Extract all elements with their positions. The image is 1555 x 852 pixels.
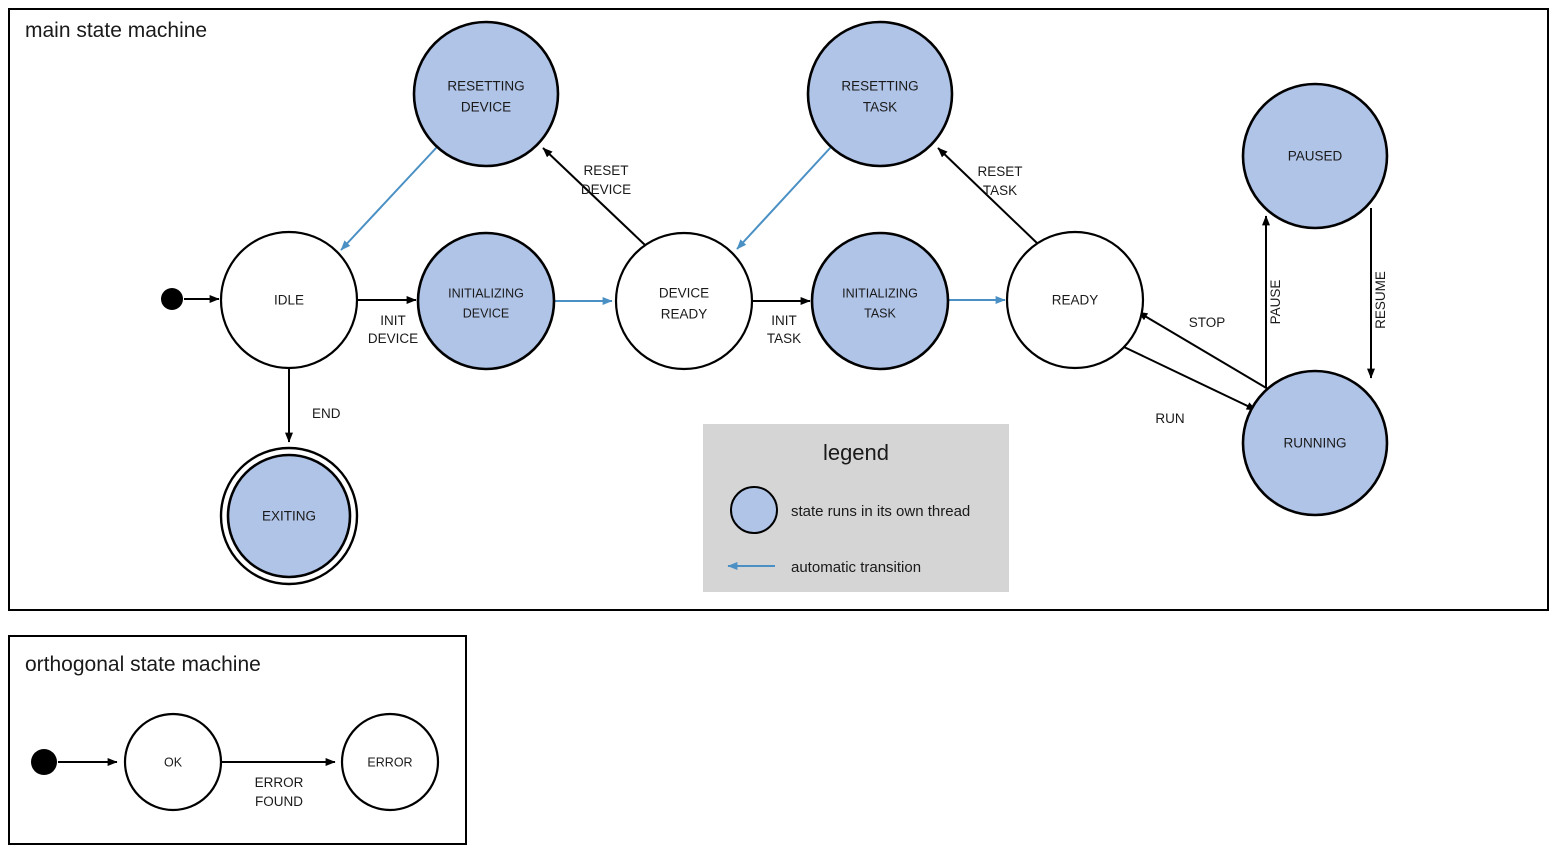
state-exiting-outer-ring [219,446,359,586]
transition-stop[interactable] [1137,311,1269,390]
state-ok-shape[interactable] [123,712,223,812]
state-idle-label: IDLE [274,293,304,308]
state-initializing-task-label-line1: INITIALIZING [842,286,918,300]
legend-item-auto-transition-label: automatic transition [791,559,921,576]
transition-run[interactable] [1123,346,1257,411]
legend: legend state runs in its own thread auto… [703,424,1009,592]
state-device-ready-shape[interactable] [614,231,754,371]
state-resetting-task-label-line2: TASK [863,100,897,115]
state-exiting-label: EXITING [262,509,316,524]
transition-label-init-task-line2: TASK [767,331,801,346]
state-ok-label: OK [164,755,183,769]
state-resetting-task[interactable]: RESETTING TASK [806,20,954,168]
orthogonal-initial-state-marker [31,749,57,775]
legend-title: legend [823,440,889,465]
transition-label-reset-device-line2: DEVICE [581,182,631,197]
orthogonal-transition-label-line2: FOUND [255,794,303,809]
state-exiting[interactable]: EXITING [219,446,359,586]
main-frame-title: main state machine [25,19,207,42]
state-initializing-task[interactable]: INITIALIZING TASK [810,231,950,371]
state-device-ready-label-line2: READY [661,307,708,322]
transition-label-stop: STOP [1189,315,1226,330]
state-error[interactable]: ERROR [340,712,440,812]
state-resetting-device-label-line1: RESETTING [447,79,524,94]
legend-thread-state-icon [730,486,778,534]
state-ready-label: READY [1052,293,1099,308]
initial-state-marker [161,288,183,310]
legend-item-thread-state-label: state runs in its own thread [791,503,970,520]
transition-resetting-device-to-idle[interactable] [340,146,438,251]
transition-label-init-task-line1: INIT [771,313,797,328]
state-initializing-device-label-line2: DEVICE [463,306,510,320]
transition-label-init-device-line1: INIT [380,313,406,328]
transition-label-reset-device-line1: RESET [583,163,628,178]
orthogonal-state-machine-frame: orthogonal state machine ERROR FOUND OK … [8,635,467,845]
state-initializing-task-shape[interactable] [810,231,950,371]
orthogonal-frame-title: orthogonal state machine [25,653,261,676]
state-resetting-task-shape[interactable] [806,20,954,168]
state-resetting-task-label-line1: RESETTING [841,79,918,94]
state-initializing-device-shape[interactable] [416,231,556,371]
transition-label-reset-task-line2: TASK [983,183,1017,198]
transitions-layer: INIT DEVICE END RESET DEVICE INIT TASK R… [184,146,1388,443]
transition-reset-device[interactable] [542,147,646,246]
transition-label-end: END [312,406,341,421]
state-device-ready[interactable]: DEVICE READY [614,231,754,371]
state-error-label: ERROR [367,755,412,769]
state-ready[interactable]: READY [1005,230,1145,370]
transition-label-init-device-line2: DEVICE [368,331,418,346]
state-ready-shape[interactable] [1005,230,1145,370]
state-resetting-device[interactable]: RESETTING DEVICE [412,20,560,168]
state-exiting-shape[interactable] [226,453,352,579]
transition-label-run: RUN [1155,411,1184,426]
state-initializing-task-label-line2: TASK [864,306,896,320]
transition-label-pause: PAUSE [1268,280,1283,325]
transition-reset-task[interactable] [937,147,1039,245]
state-initializing-device[interactable]: INITIALIZING DEVICE [416,231,556,371]
transition-resetting-task-to-device-ready[interactable] [736,146,832,250]
transition-label-resume: RESUME [1373,271,1388,329]
state-running-label: RUNNING [1284,436,1347,451]
state-initializing-device-label-line1: INITIALIZING [448,286,524,300]
state-paused-label: PAUSED [1288,149,1343,164]
state-device-ready-label-line1: DEVICE [659,286,709,301]
state-paused[interactable]: PAUSED [1241,82,1389,230]
orthogonal-transition-label-line1: ERROR [255,775,304,790]
state-idle[interactable]: IDLE [219,230,359,370]
state-paused-shape[interactable] [1241,82,1389,230]
state-idle-shape[interactable] [219,230,359,370]
state-resetting-device-shape[interactable] [412,20,560,168]
state-running[interactable]: RUNNING [1241,369,1389,517]
state-ok[interactable]: OK [123,712,223,812]
state-resetting-device-label-line2: DEVICE [461,100,511,115]
state-error-shape[interactable] [340,712,440,812]
transition-label-reset-task-line1: RESET [977,164,1022,179]
state-running-shape[interactable] [1241,369,1389,517]
states-layer: RESETTING DEVICE RESETTING TASK PAUSED I… [161,20,1389,586]
